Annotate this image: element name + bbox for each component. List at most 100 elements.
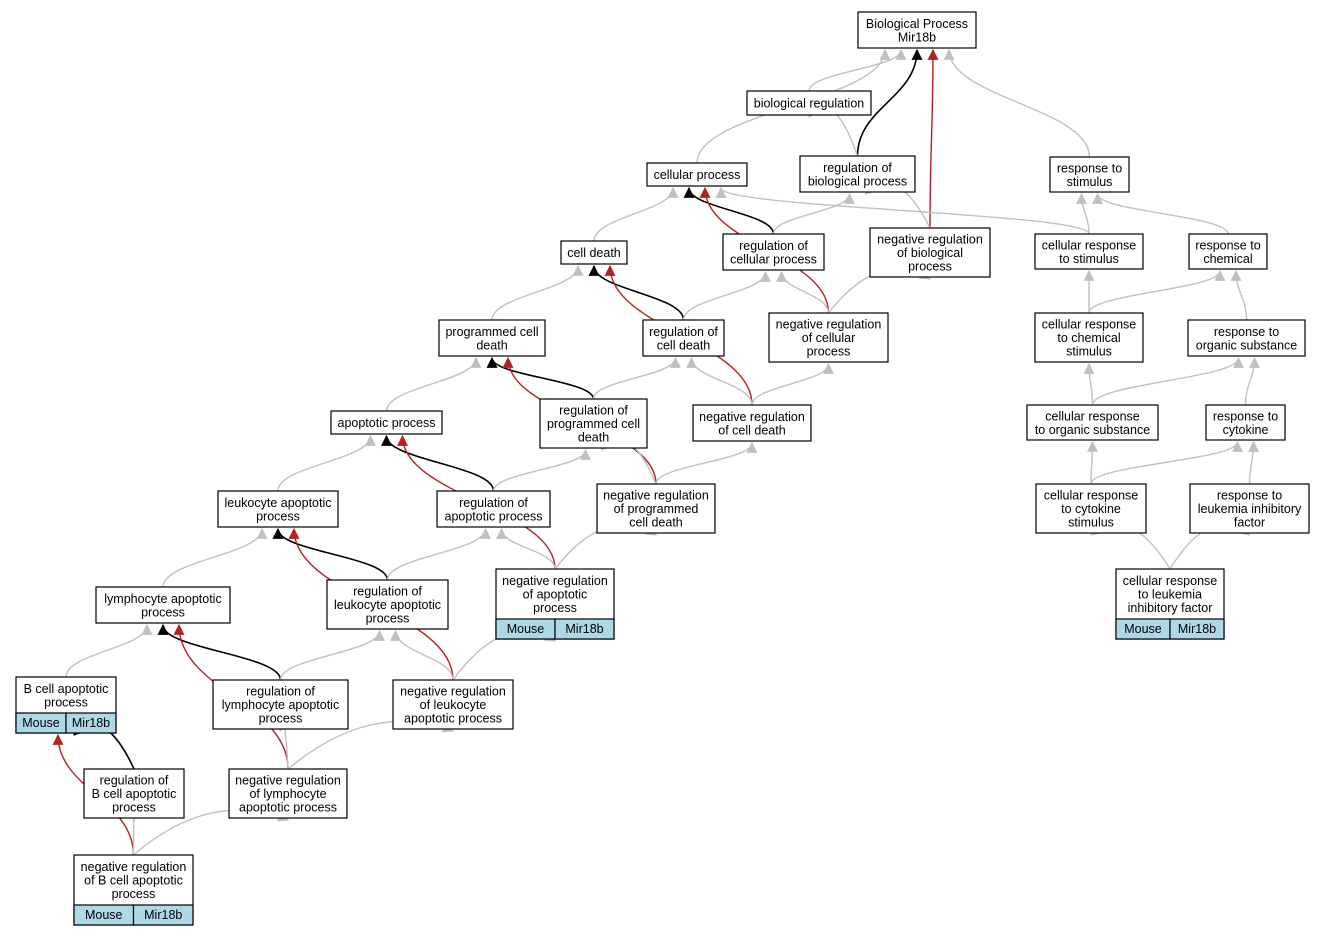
edge-regcell-to-regbio [772,192,855,235]
go-term-node-celldeath[interactable]: cell death [560,240,628,265]
edge-regcd-to-celldeath [588,264,685,321]
edge-cellresp_org-to-resp_org [1091,356,1244,406]
annotation-cell-bcellapop-1 [65,712,117,734]
edge-cellresp_cyt-to-cellresp_org [1086,440,1098,485]
go-term-label-progcd: programmed cell [445,325,538,339]
go-term-box-celldeath [560,240,628,265]
edge-negregpcd-to-negregcd [655,441,758,485]
edge-progcd-to-celldeath [491,264,584,321]
go-term-label-reglymapop: lymphocyte apoptotic [222,698,339,712]
go-term-label-regapop: apoptotic process [445,509,543,523]
go-term-label-cellresp_cyt: stimulus [1068,516,1114,530]
go-term-node-bioreg[interactable]: biological regulation [746,90,872,116]
go-term-label-regcell: cellular process [730,252,817,266]
go-term-box-bioreg [746,90,872,116]
go-term-label-negreglymapop: of lymphocyte [249,787,326,801]
go-term-box-lymapop [95,586,231,624]
go-term-label-reglymapop: regulation of [246,685,315,699]
go-term-label-negregpcd: negative regulation [603,489,709,503]
go-term-label-regcd: cell death [657,338,711,352]
go-term-label-regleukapop: leukocyte apoptotic [334,598,441,612]
go-term-box-regpcd [539,398,648,449]
annotation-cell-negregbcellapop-1 [132,904,194,926]
go-term-node-cellproc[interactable]: cellular process [646,162,748,187]
go-term-label-regleukapop: process [366,612,410,626]
go-term-label-apop: apoptotic process [338,416,436,430]
go-term-label-lymapop: lymphocyte apoptotic [104,592,221,606]
go-term-label-negregbcellapop: process [112,887,156,901]
go-term-label-negregapop: of apoptotic [523,588,588,602]
go-term-label-bcellapop: process [44,695,88,709]
go-term-label-negregleukapop: of leukocyte [420,698,487,712]
go-term-box-cellproc [646,162,748,187]
go-term-box-resp_chem [1188,233,1268,270]
go-term-label-resp_cyt: cytokine [1223,423,1269,437]
edge-regpcd-to-regcd [592,356,681,400]
edge-regpcd-to-progcd [486,356,595,400]
go-term-label-root: Biological Process [866,17,968,31]
go-term-label-bcellapop: B cell apoptotic [24,682,109,696]
go-term-label-regcd: regulation of [649,325,718,339]
go-term-label-regbcellapop: regulation of [100,774,169,788]
edge-regapop-to-regpcd [492,448,591,492]
go-term-label-negregbio: process [908,260,952,274]
go-term-box-cellresp_cyt [1035,483,1147,534]
go-term-label-progcd: death [476,338,507,352]
go-term-box-cellresp_stim [1034,233,1144,270]
edge-resp_stim-to-root [943,48,1091,158]
go-term-box-resp_org [1187,319,1306,357]
go-term-box-resp_lif [1189,483,1310,534]
edge-negregcd-to-regcd [686,356,753,406]
go-term-box-regbcellapop [83,768,185,819]
go-term-label-negregleukapop: negative regulation [400,685,506,699]
go-term-label-negregcd: of cell death [718,423,785,437]
annotation-cell-label-negregbcellapop-1: Mir18b [144,908,182,922]
go-term-box-root [857,11,977,49]
edge-negregbio-to-root [927,48,939,229]
edge-regleukapop-to-leukapop [272,527,389,581]
annotation-cell-label-bcellapop-0: Mouse [22,716,60,730]
go-term-label-resp_org: organic substance [1196,338,1298,352]
go-term-label-negregapop: process [533,601,577,615]
go-term-box-negregbio [869,227,991,278]
edge-celldeath-to-cellproc [593,186,679,242]
go-term-label-cellresp_org: to organic substance [1035,423,1150,437]
edge-cellresp_cyt-to-resp_cyt [1090,440,1243,485]
go-term-box-negregcd [692,404,812,442]
annotation-cell-label-negregbcellapop-0: Mouse [85,908,123,922]
go-term-node-apop[interactable]: apoptotic process [330,410,443,435]
go-term-label-negregbcellapop: of B cell apoptotic [84,874,183,888]
